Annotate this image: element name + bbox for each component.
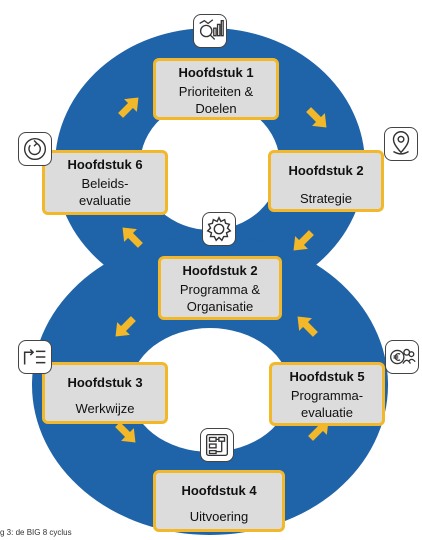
arrow-4 (122, 227, 143, 248)
box-title: Hoofdstuk 1 (178, 65, 254, 80)
box-title: Hoofdstuk 4 (181, 483, 257, 498)
location-pin-icon (384, 127, 418, 161)
box-text: Werkwijze (75, 401, 135, 416)
box-hoofdstuk-2-programma: Hoofdstuk 2 Programma & Organisatie (158, 256, 282, 320)
box-hoofdstuk-1: Hoofdstuk 1 Prioriteiten & Doelen (153, 58, 279, 120)
gear-icon (202, 212, 236, 246)
arrow-2 (306, 107, 327, 128)
box-text: Doelen (195, 101, 237, 116)
arrow-7 (115, 422, 136, 443)
euro-people-icon (385, 340, 419, 374)
box-text: Prioriteiten & (178, 84, 254, 99)
arrow-5 (115, 316, 136, 337)
list-arrow-icon (18, 340, 52, 374)
arrow-6 (297, 316, 318, 337)
box-text: Organisatie (186, 299, 254, 314)
refresh-cycle-icon (18, 132, 52, 166)
box-hoofdstuk-5: Hoofdstuk 5 Programma- evaluatie (269, 362, 385, 426)
analytics-icon (193, 14, 227, 48)
arrow-3 (293, 230, 314, 251)
box-text: Uitvoering (189, 509, 249, 524)
box-text: Beleids- (81, 176, 129, 191)
box-text: evaluatie (300, 405, 354, 420)
workflow-icon (200, 428, 234, 462)
box-hoofdstuk-4: Hoofdstuk 4 Uitvoering (153, 470, 285, 532)
box-title: Hoofdstuk 5 (289, 369, 365, 384)
arrow-1 (118, 97, 139, 118)
box-title: Hoofdstuk 3 (67, 375, 143, 390)
box-hoofdstuk-2-strategie: Hoofdstuk 2 Strategie (268, 150, 384, 212)
box-hoofdstuk-3: Hoofdstuk 3 Werkwijze (42, 362, 168, 424)
box-text: Strategie (299, 191, 353, 206)
box-title: Hoofdstuk 2 (288, 163, 364, 178)
box-title: Hoofdstuk 6 (67, 157, 143, 172)
box-title: Hoofdstuk 2 (182, 263, 258, 278)
box-text: Programma & (179, 282, 261, 297)
box-hoofdstuk-6: Hoofdstuk 6 Beleids- evaluatie (42, 150, 168, 215)
box-text: Programma- (290, 388, 364, 403)
box-text: evaluatie (78, 193, 132, 208)
figure-caption: g 3: de BIG 8 cyclus (0, 528, 72, 537)
